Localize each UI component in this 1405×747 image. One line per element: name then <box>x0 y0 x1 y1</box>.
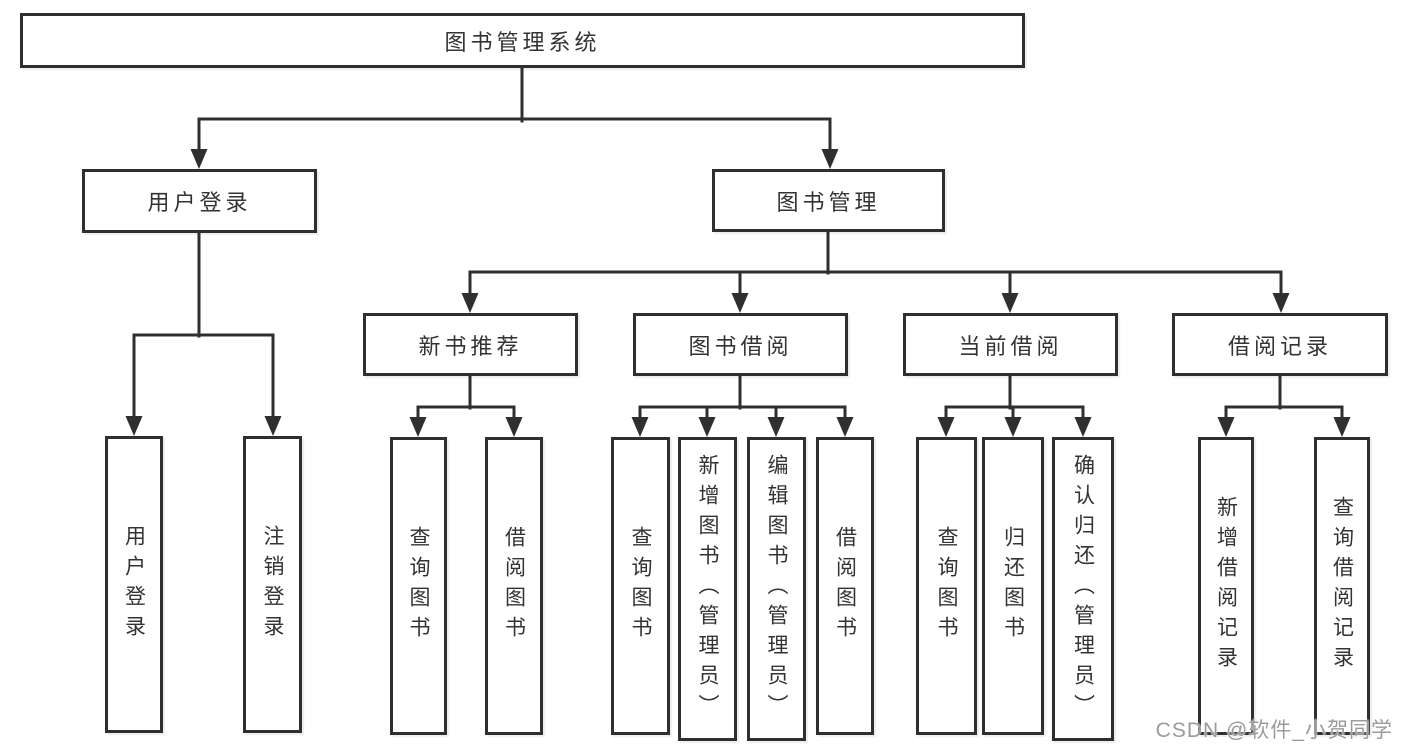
connector-stems <box>197 66 1282 410</box>
leaf-borrow-book-nb: 借阅图书 <box>485 437 543 735</box>
leaf-query-borrow-record: 查询借阅记录 <box>1314 437 1370 735</box>
node-borrow-records: 借阅记录 <box>1172 313 1388 376</box>
node-book-management: 图书管理 <box>712 169 945 232</box>
connector-rails <box>132 117 1344 409</box>
arrow-shafts <box>132 117 1344 421</box>
leaf-add-book-admin: 新增图书（管理员） <box>678 437 737 741</box>
leaf-borrow-book-br: 借阅图书 <box>816 437 874 735</box>
leaf-confirm-return-admin: 确认归还（管理员） <box>1052 437 1114 741</box>
node-user-login: 用户登录 <box>82 169 317 233</box>
leaf-add-borrow-record: 新增借阅记录 <box>1198 437 1254 735</box>
arrow-heads <box>125 149 1351 437</box>
leaf-return-book: 归还图书 <box>982 437 1044 735</box>
leaf-query-book-nb: 查询图书 <box>390 437 447 735</box>
node-book-borrow: 图书借阅 <box>633 313 848 376</box>
leaf-user-login: 用户登录 <box>105 436 163 733</box>
leaf-query-book-br: 查询图书 <box>611 437 670 735</box>
leaf-logout: 注销登录 <box>243 436 302 733</box>
node-new-book-recommend: 新书推荐 <box>363 313 578 376</box>
node-root: 图书管理系统 <box>20 13 1025 68</box>
leaf-edit-book-admin: 编辑图书（管理员） <box>747 437 806 741</box>
node-current-borrow: 当前借阅 <box>903 313 1118 376</box>
leaf-query-book-cu: 查询图书 <box>916 437 977 735</box>
csdn-watermark: CSDN @软件_小贺同学 <box>1155 719 1393 742</box>
